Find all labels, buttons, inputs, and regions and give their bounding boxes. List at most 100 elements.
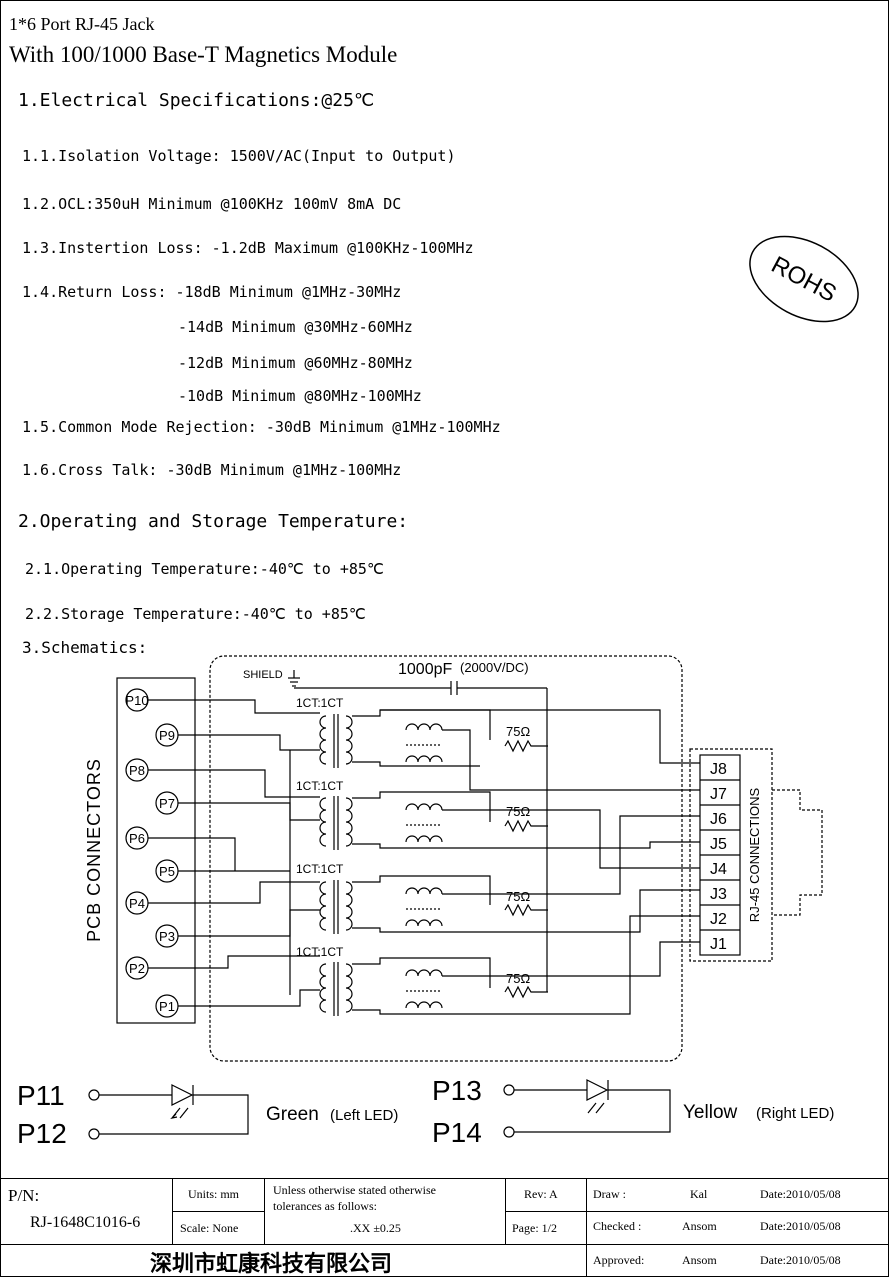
shield-label: SHIELD <box>243 669 283 681</box>
transformer-channel-4: 1CT:1CT 75Ω <box>296 945 548 1016</box>
svg-text:J2: J2 <box>710 911 727 928</box>
draw-label: Draw : <box>593 1187 626 1201</box>
svg-text:1CT:1CT: 1CT:1CT <box>296 779 344 793</box>
p11-label: P11 <box>17 1080 65 1111</box>
module-outline <box>209 655 683 1062</box>
scale: Scale: None <box>180 1221 239 1235</box>
yellow-led-icon <box>586 1079 609 1114</box>
rj45-label: RJ-45 CONNECTIONS <box>747 788 762 923</box>
green-sub: (Left LED) <box>330 1107 398 1124</box>
svg-text:75Ω: 75Ω <box>506 971 530 986</box>
cap-rating: (2000V/DC) <box>460 660 529 675</box>
pn-value: RJ-1648C1016-6 <box>30 1214 141 1231</box>
revision: Rev: A <box>524 1187 558 1201</box>
spec-2-2: 2.2.Storage Temperature:-40℃ to +85℃ <box>25 605 366 623</box>
doc-title-line1: 1*6 Port RJ-45 Jack <box>9 14 155 34</box>
svg-text:75Ω: 75Ω <box>506 804 530 819</box>
p14-label: P14 <box>432 1117 482 1148</box>
section-3-heading: 3.Schematics: <box>22 638 148 657</box>
svg-text:J5: J5 <box>710 836 727 853</box>
green-led-icon <box>170 1084 194 1119</box>
company-name: 深圳市虹康科技有限公司 <box>150 1252 393 1277</box>
pin-p8: P8 <box>125 758 149 782</box>
approved-date: Date:2010/05/08 <box>760 1253 841 1267</box>
pin-p9: P9 <box>155 723 179 747</box>
spec-1-4-d: -10dB Minimum @80MHz-100MHz <box>178 387 422 405</box>
spec-1-6: 1.6.Cross Talk: -30dB Minimum @1MHz-100M… <box>22 461 402 479</box>
svg-text:P10: P10 <box>125 693 148 708</box>
svg-text:1CT:1CT: 1CT:1CT <box>296 696 344 710</box>
svg-text:1CT:1CT: 1CT:1CT <box>296 945 344 959</box>
svg-text:75Ω: 75Ω <box>506 889 530 904</box>
svg-text:P5: P5 <box>159 864 175 879</box>
svg-text:P3: P3 <box>159 929 175 944</box>
rj45-connector-block: RJ-45 CONNECTIONS <box>689 748 823 962</box>
transformer-channel-1: 1CT:1CT 75Ω <box>296 696 548 768</box>
pin-p3: P3 <box>155 924 179 948</box>
svg-text:P2: P2 <box>129 961 145 976</box>
svg-text:J4: J4 <box>710 861 727 878</box>
svg-text:J1: J1 <box>710 936 727 953</box>
pcb-connectors-label: PCB CONNECTORS <box>84 758 104 942</box>
svg-text:P8: P8 <box>129 763 145 778</box>
spec-2-1: 2.1.Operating Temperature:-40℃ to +85℃ <box>25 560 384 578</box>
cap-value: 1000pF <box>398 661 452 678</box>
p13-label: P13 <box>432 1075 482 1106</box>
capacitor-icon <box>294 681 548 992</box>
pin-p5: P5 <box>155 859 179 883</box>
jack-labels: J8 J7 J6 J5 J4 J3 J2 J1 <box>710 761 727 953</box>
p12-label: P12 <box>17 1118 67 1149</box>
shield-ground-icon <box>288 670 300 687</box>
spec-1-4: 1.4.Return Loss: -18dB Minimum @1MHz-30M… <box>22 283 402 301</box>
checked-name: Ansom <box>682 1219 717 1233</box>
spec-1-4-c: -12dB Minimum @60MHz-80MHz <box>178 354 413 372</box>
section-2-heading: 2.Operating and Storage Temperature: <box>18 511 409 532</box>
yellow-sub: (Right LED) <box>756 1105 834 1122</box>
pin-p4: P4 <box>125 891 149 915</box>
pin-p7: P7 <box>155 791 179 815</box>
draw-date: Date:2010/05/08 <box>760 1187 841 1201</box>
rohs-text: ROHS <box>767 251 841 307</box>
led-diagram: P11 P12 Green (Left LED) P13 P14 Yellow … <box>17 1075 834 1149</box>
transformer-channel-3: 1CT:1CT 75Ω <box>296 862 548 934</box>
doc-title-line2: With 100/1000 Base-T Magnetics Module <box>9 42 398 67</box>
pin-p1: P1 <box>155 994 179 1018</box>
rohs-badge: ROHS <box>749 235 859 323</box>
green-label: Green <box>266 1104 319 1125</box>
spec-1-4-b: -14dB Minimum @30MHz-60MHz <box>178 318 413 336</box>
tolerance-line1: Unless otherwise stated otherwise <box>273 1183 436 1197</box>
svg-text:J6: J6 <box>710 811 727 828</box>
tolerance-line2: tolerances as follows: <box>273 1199 377 1213</box>
pcb-connector-box <box>116 677 196 1024</box>
spec-1-2: 1.2.OCL:350uH Minimum @100KHz 100mV 8mA … <box>22 195 402 213</box>
svg-text:P1: P1 <box>159 999 175 1014</box>
checked-label: Checked : <box>593 1219 642 1233</box>
tolerance-line3: .XX ±0.25 <box>350 1221 401 1235</box>
pin-p6: P6 <box>125 826 149 850</box>
svg-text:J8: J8 <box>710 761 727 778</box>
pin-p2: P2 <box>125 956 149 980</box>
svg-text:P4: P4 <box>129 896 145 911</box>
wiring <box>148 699 700 1015</box>
schematic-diagram: PCB CONNECTORS P10 P9 P8 P7 P6 P5 P4 P3 … <box>84 655 823 1062</box>
svg-text:75Ω: 75Ω <box>506 724 530 739</box>
section-1-heading: 1.Electrical Specifications:@25℃ <box>18 90 375 111</box>
svg-text:P7: P7 <box>159 796 175 811</box>
title-block: P/N: RJ-1648C1016-6 Units: mm Scale: Non… <box>0 1178 889 1277</box>
yellow-label: Yellow <box>683 1102 738 1123</box>
spec-1-1: 1.1.Isolation Voltage: 1500V/AC(Input to… <box>22 147 456 165</box>
approved-label: Approved: <box>593 1253 645 1267</box>
svg-text:P6: P6 <box>129 831 145 846</box>
svg-text:J7: J7 <box>710 786 727 803</box>
pin-p10: P10 <box>125 688 149 712</box>
spec-1-3: 1.3.Instertion Loss: -1.2dB Maximum @100… <box>22 239 474 257</box>
pn-label: P/N: <box>8 1186 40 1205</box>
svg-text:P9: P9 <box>159 728 175 743</box>
svg-text:1CT:1CT: 1CT:1CT <box>296 862 344 876</box>
checked-date: Date:2010/05/08 <box>760 1219 841 1233</box>
units: Units: mm <box>188 1187 240 1201</box>
svg-text:J3: J3 <box>710 886 727 903</box>
spec-1-5: 1.5.Common Mode Rejection: -30dB Minimum… <box>22 418 501 436</box>
page-number: Page: 1/2 <box>512 1221 557 1235</box>
